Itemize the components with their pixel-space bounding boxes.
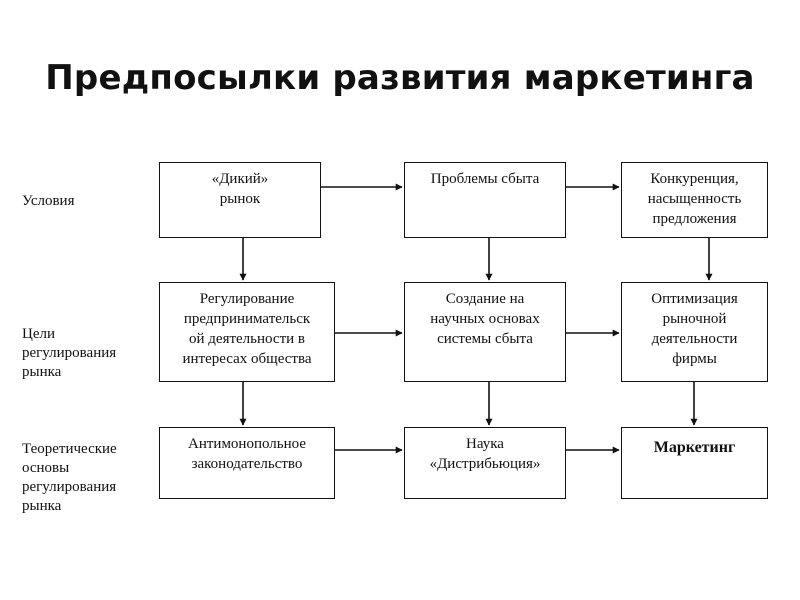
row-label-theory: Теоретические основы регулирования рынка [22, 441, 117, 514]
box-sales-system: Создание на научных основах системы сбыт… [404, 282, 566, 382]
box-distribution-science: Наука «Дистрибьюция» [404, 427, 566, 499]
box-competition: Конкуренция, насыщенность предложения [621, 162, 768, 238]
box-sales-problems: Проблемы сбыта [404, 162, 566, 238]
box-market-optimization: Оптимизация рыночной деятельности фирмы [621, 282, 768, 382]
box-antimonopoly-law: Антимонопольное законодательство [159, 427, 335, 499]
row-label-goals: Цели регулирования рынка [22, 326, 117, 380]
box-business-regulation: Регулирование предпринимательск ой деяте… [159, 282, 335, 382]
row-label-conditions: Условия [22, 193, 75, 209]
box-wild-market: «Дикий» рынок [159, 162, 321, 238]
box-marketing: Маркетинг [621, 427, 768, 499]
page-title: Предпосылки развития маркетинга [45, 58, 755, 98]
